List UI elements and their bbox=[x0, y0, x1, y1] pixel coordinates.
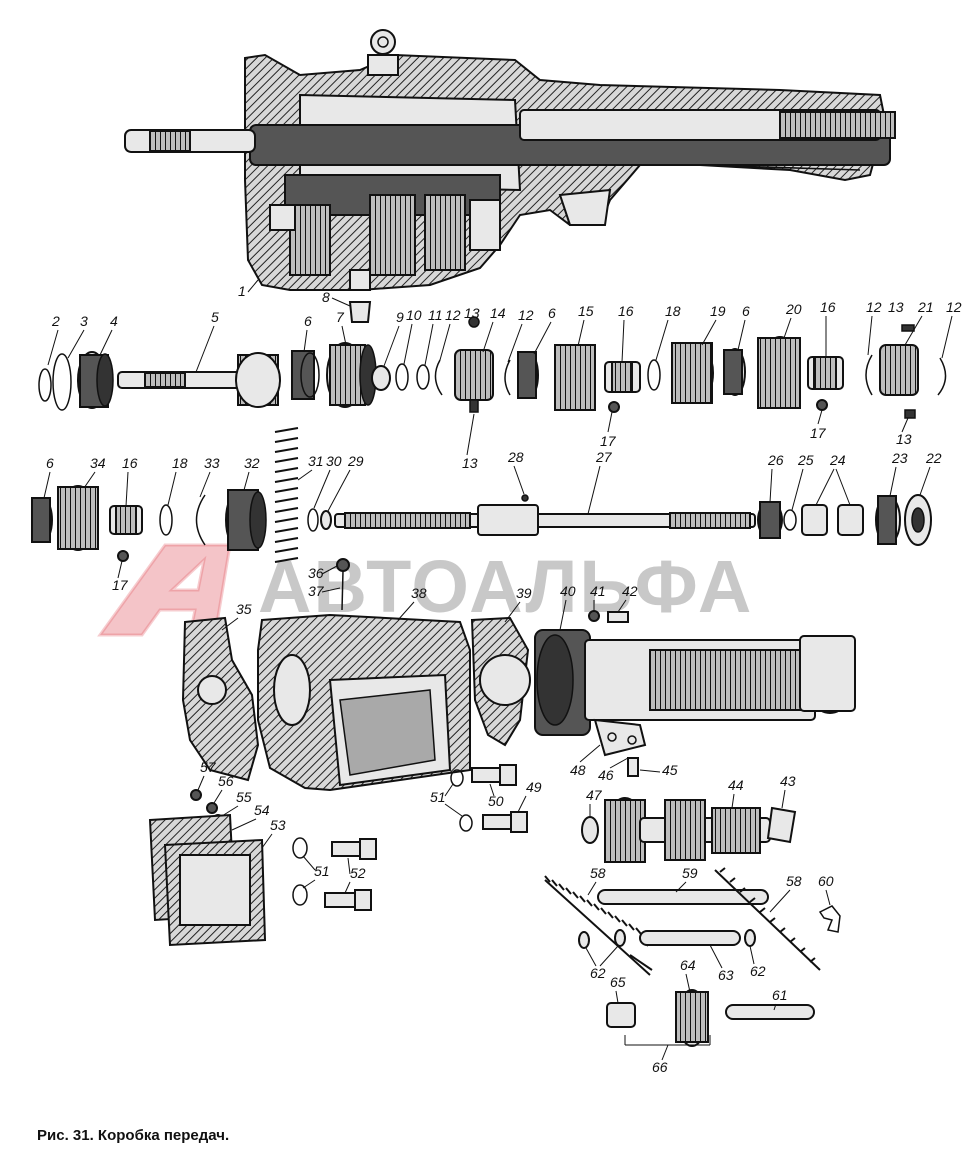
part-number-29: 29 bbox=[347, 453, 364, 469]
part-number-38: 38 bbox=[411, 585, 427, 601]
part-number-45: 45 bbox=[662, 762, 678, 778]
part-number-55: 55 bbox=[236, 789, 252, 805]
part-number-12d: 12 bbox=[946, 299, 962, 315]
part-number-12c: 12 bbox=[866, 299, 882, 315]
part-number-14: 14 bbox=[490, 305, 506, 321]
part-number-6c: 6 bbox=[742, 303, 750, 319]
part-number-48: 48 bbox=[570, 762, 586, 778]
part-number-13d: 13 bbox=[896, 431, 912, 447]
part-number-42: 42 bbox=[622, 583, 638, 599]
part-number-58a: 58 bbox=[590, 865, 606, 881]
part-number-40: 40 bbox=[560, 583, 576, 599]
part-number-7: 7 bbox=[336, 309, 345, 325]
part-number-5: 5 bbox=[211, 309, 219, 325]
row6-labels: 58 59 58 60 62 63 62 65 64 61 66 bbox=[585, 865, 834, 1075]
part-number-23: 23 bbox=[891, 450, 908, 466]
part-number-30: 30 bbox=[326, 453, 342, 469]
part-number-28: 28 bbox=[507, 449, 524, 465]
part-number-50: 50 bbox=[488, 793, 504, 809]
part-number-31: 31 bbox=[308, 453, 324, 469]
part-number-46: 46 bbox=[598, 767, 614, 783]
part-number-35: 35 bbox=[236, 601, 252, 617]
part-number-65: 65 bbox=[610, 974, 626, 990]
selector-rod-group bbox=[544, 867, 841, 1047]
part-number-34: 34 bbox=[90, 455, 106, 471]
part-number-4: 4 bbox=[110, 313, 118, 329]
part-number-62b: 62 bbox=[750, 963, 766, 979]
part-number-59: 59 bbox=[682, 865, 698, 881]
part-number-49: 49 bbox=[526, 779, 542, 795]
part-number-51a: 51 bbox=[314, 863, 330, 879]
part-number-18b: 18 bbox=[172, 455, 188, 471]
part-number-16a: 16 bbox=[618, 303, 634, 319]
part-number-2: 2 bbox=[51, 313, 60, 329]
part-number-3: 3 bbox=[80, 313, 88, 329]
part-number-66: 66 bbox=[652, 1059, 668, 1075]
part-number-13b: 13 bbox=[888, 299, 904, 315]
part-number-17b: 17 bbox=[810, 425, 827, 441]
primary-shaft-group bbox=[38, 301, 947, 419]
assembled-gearbox: 1 bbox=[124, 29, 896, 299]
part-number-33: 33 bbox=[204, 455, 220, 471]
housing-group bbox=[181, 558, 856, 792]
part-number-54: 54 bbox=[254, 802, 270, 818]
part-number-57: 57 bbox=[200, 759, 217, 775]
part-number-24: 24 bbox=[829, 452, 846, 468]
part-number-56: 56 bbox=[218, 773, 234, 789]
row4-labels: 36 37 35 38 39 40 41 42 48 46 45 bbox=[221, 565, 678, 783]
part-number-44: 44 bbox=[728, 777, 744, 793]
part-number-43: 43 bbox=[780, 773, 796, 789]
part-number-51b: 51 bbox=[430, 789, 446, 805]
part-number-39: 39 bbox=[516, 585, 532, 601]
part-number-16c: 16 bbox=[122, 455, 138, 471]
part-number-17a: 17 bbox=[600, 433, 617, 449]
part-number-11: 11 bbox=[428, 307, 443, 323]
part-number-20: 20 bbox=[785, 301, 802, 317]
part-number-9: 9 bbox=[396, 309, 404, 325]
figure-caption: Рис. 31. Коробка передач. bbox=[37, 1127, 230, 1144]
part-number-8: 8 bbox=[322, 289, 330, 305]
part-number-26: 26 bbox=[767, 452, 784, 468]
row5-labels: 57 56 55 54 53 51 52 51 50 49 47 44 43 bbox=[197, 759, 796, 894]
part-number-53: 53 bbox=[270, 817, 286, 833]
part-number-17c: 17 bbox=[112, 577, 129, 593]
part-number-12a: 12 bbox=[445, 307, 461, 323]
part-number-36: 36 bbox=[308, 565, 324, 581]
part-number-16b: 16 bbox=[820, 299, 836, 315]
row2-labels: 2 3 4 5 6 8 7 9 10 11 12 13 14 12 6 15 1… bbox=[47, 289, 962, 471]
part-number-32: 32 bbox=[244, 455, 260, 471]
part-number-6b: 6 bbox=[548, 305, 556, 321]
part-number-19: 19 bbox=[710, 303, 726, 319]
part-number-12b: 12 bbox=[518, 307, 534, 323]
part-number-6a: 6 bbox=[304, 313, 312, 329]
part-number-63: 63 bbox=[718, 967, 734, 983]
part-number-58b: 58 bbox=[786, 873, 802, 889]
part-number-37: 37 bbox=[308, 583, 325, 599]
part-number-27: 27 bbox=[595, 449, 613, 465]
part-number-13c: 13 bbox=[462, 455, 478, 471]
part-number-13a: 13 bbox=[464, 305, 480, 321]
part-number-61: 61 bbox=[772, 987, 788, 1003]
part-number-41: 41 bbox=[590, 583, 606, 599]
cover-group bbox=[148, 764, 797, 947]
secondary-shaft-group bbox=[31, 427, 932, 563]
part-number-1: 1 bbox=[238, 283, 246, 299]
part-number-18a: 18 bbox=[665, 303, 681, 319]
part-number-60: 60 bbox=[818, 873, 834, 889]
part-number-47: 47 bbox=[586, 787, 603, 803]
part-number-15: 15 bbox=[578, 303, 594, 319]
part-number-62a: 62 bbox=[590, 965, 606, 981]
part-number-22: 22 bbox=[925, 450, 942, 466]
part-number-64: 64 bbox=[680, 957, 696, 973]
part-number-52: 52 bbox=[350, 865, 366, 881]
row3-labels: 6 34 16 18 33 32 31 30 29 28 27 26 25 24… bbox=[43, 449, 942, 593]
part-number-21: 21 bbox=[917, 299, 934, 315]
part-number-10: 10 bbox=[406, 307, 422, 323]
part-number-25: 25 bbox=[797, 452, 814, 468]
part-number-6d: 6 bbox=[46, 455, 54, 471]
